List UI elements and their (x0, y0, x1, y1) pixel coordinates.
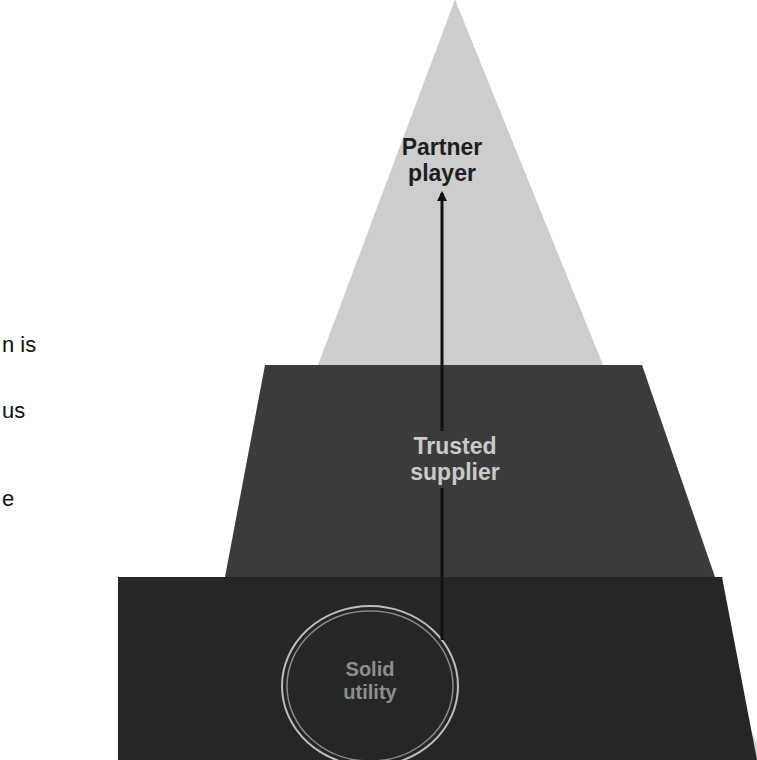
pyramid-top-tier: Partner player (300, 0, 640, 366)
base-circle: Solid utility (278, 602, 462, 760)
tier-label: Solid utility (320, 656, 420, 706)
tier-label: Partner player (392, 132, 492, 189)
progress-arrow (441, 193, 444, 640)
pyramid-middle-tier: Trusted supplier (200, 365, 730, 577)
tier-label: Trusted supplier (405, 431, 505, 488)
cut-off-slide-text: n is (2, 332, 36, 358)
cut-off-slide-text: e (2, 486, 14, 512)
pyramid-base-band (118, 577, 757, 760)
cut-off-slide-text: us (2, 398, 25, 424)
